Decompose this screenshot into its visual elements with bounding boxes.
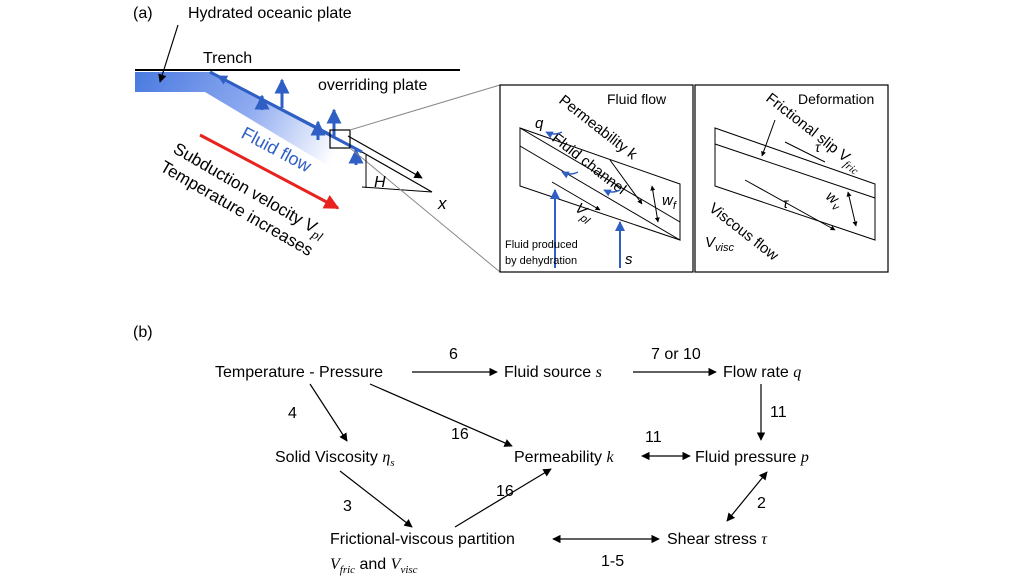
zoom-box — [329, 129, 351, 149]
wv-arrow — [846, 191, 858, 227]
edge-partition-perm — [454, 468, 552, 528]
inset-fluid-frame — [499, 84, 694, 273]
zoom-line-top — [349, 84, 501, 131]
inset-fluid-title: Fluid flow — [607, 91, 667, 107]
edge-label-source-flow: 7 or 10 — [651, 346, 701, 363]
node-partition-line1: Frictional-viscous partition — [330, 531, 515, 548]
vvisc-label: Vvisc — [705, 234, 734, 254]
velocity-arrow — [199, 133, 340, 210]
edge-label-partition-shear: 1-5 — [601, 553, 624, 570]
wv-label: wv — [821, 188, 847, 215]
tau-arrow-bottom — [744, 179, 836, 231]
x-axis-line — [361, 151, 433, 193]
flow-swirl-1 — [545, 131, 563, 139]
edge-label-tp-source: 6 — [449, 346, 458, 363]
fluid-channel-outline — [519, 127, 681, 241]
inset-deformation-title: Deformation — [798, 91, 874, 107]
panel-b: (b) Temperature - Pressure Fluid source … — [133, 324, 809, 576]
edge-label-perm-pressure: 11 — [645, 429, 662, 446]
fault-zone-outline — [519, 127, 681, 241]
hydrated-plate-pointer — [158, 24, 179, 83]
wf-arrow — [650, 185, 660, 223]
node-partition-line2: Vfric and Vvisc — [330, 556, 418, 576]
hydrated-plate-label: Hydrated oceanic plate — [188, 5, 352, 22]
node-fluid-pressure: Fluid pressure p — [695, 449, 809, 466]
node-permeability: Permeability k — [514, 449, 614, 466]
x-axis-label: x — [437, 194, 447, 213]
thickness-label: H — [374, 174, 386, 191]
node-shear-stress: Shear stress τ — [667, 531, 768, 548]
node-flow-rate: Flow rate q — [723, 364, 801, 381]
zoom-line-bottom — [349, 147, 501, 273]
fluid-produced-label-1: Fluid produced — [505, 239, 578, 251]
trench-label: Trench — [203, 50, 252, 67]
panel-b-label: (b) — [133, 324, 153, 341]
plate-bottom-line — [361, 186, 433, 193]
slip-plane — [714, 143, 876, 199]
inset-deformation: Deformation Frictional slip Vfric τ wv τ… — [694, 84, 889, 273]
deformation-zone-outline — [714, 127, 876, 241]
viscous-flow-label: Viscous flow — [706, 200, 782, 265]
x-axis-arrow — [347, 135, 423, 179]
edge-label-pressure-shear: 2 — [757, 495, 766, 512]
panel-a: (a) Hydrated oceanic plate Trench overri… — [133, 5, 889, 273]
fluid-produced-label-2: by dehydration — [505, 255, 577, 267]
channel-pointer — [609, 159, 643, 205]
s-label: s — [625, 251, 633, 268]
edges — [309, 367, 768, 544]
node-temperature-pressure: Temperature - Pressure — [215, 364, 383, 381]
panel-a-label: (a) — [133, 5, 153, 22]
node-fluid-source: Fluid source s — [504, 364, 602, 381]
edge-tp-perm — [369, 383, 513, 447]
inset-fluid-flow: Fluid flow Permeability k Fluid channel … — [499, 84, 694, 273]
edge-label-tp-perm: 16 — [451, 426, 469, 443]
frictional-slip-pointer — [761, 119, 776, 157]
inset-deformation-frame — [694, 84, 889, 273]
tau-label-top: τ — [815, 139, 821, 155]
updip-fluid-arrow — [217, 75, 331, 135]
edge-label-flow-pressure: 11 — [770, 404, 787, 421]
edge-viscosity-partition — [339, 470, 413, 528]
wf-label: wf — [662, 192, 677, 212]
node-solid-viscosity: Solid Viscosity ηs — [275, 449, 395, 469]
flow-swirl-2 — [603, 189, 621, 197]
edge-label-viscosity-partition: 3 — [343, 498, 352, 515]
edge-label-partition-perm: 16 — [496, 483, 514, 500]
tau-label-bottom: τ — [783, 195, 789, 211]
flow-swirl-3 — [561, 171, 579, 179]
edge-tp-viscosity — [309, 383, 348, 442]
overriding-plate-label: overriding plate — [318, 77, 428, 94]
tau-arrow-top — [784, 141, 826, 163]
edge-pressure-shear — [726, 471, 768, 522]
edge-label-tp-viscosity: 4 — [288, 405, 297, 422]
q-label: q — [535, 115, 544, 132]
vpl-arrow — [551, 181, 601, 211]
